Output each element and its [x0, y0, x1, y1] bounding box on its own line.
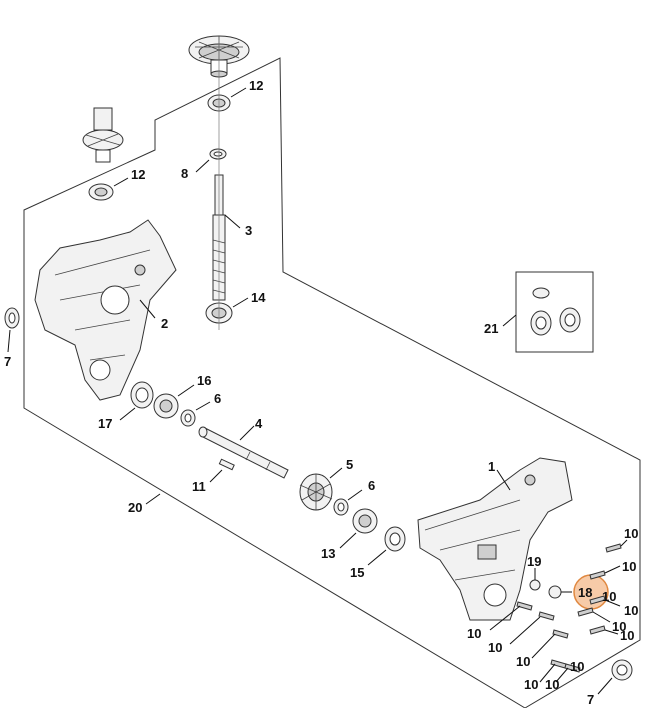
- label-12-lower: 12: [131, 167, 145, 182]
- bearing-16: [153, 393, 179, 419]
- label-17: 17: [98, 416, 112, 431]
- label-10-g: 10: [467, 626, 481, 641]
- kit-frame-21: [515, 271, 594, 353]
- label-2: 2: [161, 316, 168, 331]
- label-6-lower: 6: [368, 478, 375, 493]
- seal-15: [384, 526, 406, 552]
- label-12-upper: 12: [249, 78, 263, 93]
- pinion-gear-left: [82, 107, 124, 163]
- label-16: 16: [197, 373, 211, 388]
- label-10-l: 10: [570, 659, 584, 674]
- label-19: 19: [527, 554, 541, 569]
- label-13: 13: [321, 546, 335, 561]
- label-10-h: 10: [488, 640, 502, 655]
- label-10-e: 10: [612, 619, 626, 634]
- ring-6-lower: [333, 498, 349, 516]
- label-7-left: 7: [4, 354, 11, 369]
- ring-8: [209, 148, 227, 160]
- label-10-d: 10: [624, 603, 638, 618]
- screws-10: [516, 543, 622, 673]
- shaft-4: [198, 426, 289, 479]
- label-1: 1: [488, 459, 495, 474]
- label-21: 21: [484, 321, 498, 336]
- gear-5: [299, 473, 333, 511]
- plug-19: [529, 579, 541, 591]
- label-6-upper: 6: [214, 391, 221, 406]
- label-10-f: 10: [620, 628, 634, 643]
- plug-18: [548, 585, 562, 599]
- label-14: 14: [251, 290, 266, 305]
- housing-half-2: [34, 219, 177, 401]
- label-11: 11: [192, 479, 206, 494]
- label-8: 8: [181, 166, 188, 181]
- label-10-c: 10: [602, 589, 616, 604]
- label-3: 3: [245, 223, 252, 238]
- bearing-12-lower: [88, 183, 114, 201]
- label-10-a: 10: [624, 526, 638, 541]
- label-10-b: 10: [622, 559, 636, 574]
- seal-17: [130, 381, 154, 409]
- label-10-k: 10: [545, 677, 559, 692]
- housing-half-1: [417, 457, 573, 621]
- label-10-i: 10: [516, 654, 530, 669]
- seal-7-left: [4, 307, 20, 329]
- ring-6-upper: [180, 409, 196, 427]
- label-20: 20: [128, 500, 142, 515]
- label-4: 4: [255, 416, 263, 431]
- seal-7-right: [611, 659, 633, 681]
- assembly-frame-20: [23, 57, 641, 708]
- label-15: 15: [350, 565, 364, 580]
- key-11: [218, 458, 235, 471]
- label-18: 18: [578, 585, 592, 600]
- label-10-j: 10: [524, 677, 538, 692]
- label-7-right: 7: [587, 692, 594, 707]
- label-5: 5: [346, 457, 353, 472]
- bearing-13: [352, 508, 378, 534]
- kit-21-parts: [530, 287, 581, 336]
